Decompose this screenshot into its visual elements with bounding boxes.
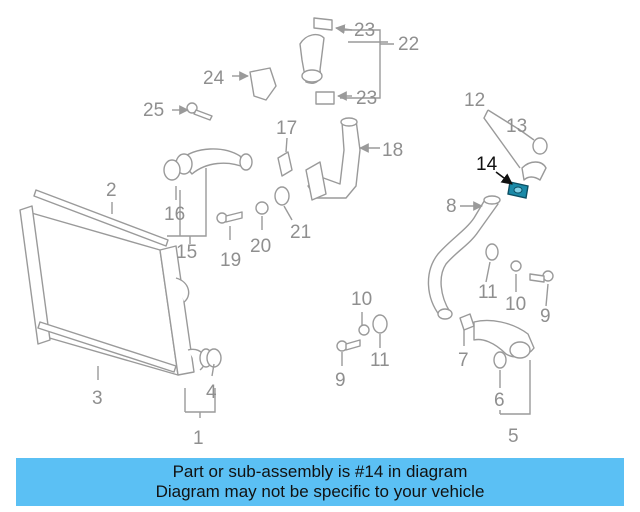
callout-24: 24 xyxy=(203,68,225,89)
callout-23-mid: 23 xyxy=(356,88,377,109)
callout-13: 13 xyxy=(506,116,527,137)
intercooler-top-strip xyxy=(33,189,169,247)
callout-14-highlighted: 14 xyxy=(476,154,498,175)
grommet-11-center xyxy=(372,314,388,334)
leader-lines xyxy=(97,24,549,418)
callout-7: 7 xyxy=(458,350,469,371)
grommet-11-right xyxy=(485,243,499,261)
bracket-7 xyxy=(459,313,475,331)
nut-20 xyxy=(255,201,269,215)
callout-2: 2 xyxy=(106,180,117,201)
callout-21: 21 xyxy=(290,222,311,243)
hose-22 xyxy=(299,33,325,84)
callout-11-right: 11 xyxy=(478,282,498,303)
bolt-19 xyxy=(216,211,243,224)
intercooler-bottom-strip xyxy=(37,321,177,373)
callout-18: 18 xyxy=(382,140,403,161)
sensor-24 xyxy=(249,67,277,101)
callout-12: 12 xyxy=(464,90,485,111)
callout-4: 4 xyxy=(206,382,217,403)
callout-9-center: 9 xyxy=(335,370,346,391)
callout-20: 20 xyxy=(250,236,271,257)
callout-22: 22 xyxy=(398,34,419,55)
callout-25: 25 xyxy=(143,100,164,121)
callout-23-top: 23 xyxy=(354,20,375,41)
callout-3: 3 xyxy=(92,388,103,409)
grommet-21 xyxy=(274,186,290,206)
clamp-16 xyxy=(163,159,181,181)
banner-line-1: Part or sub-assembly is #14 in diagram xyxy=(172,462,468,481)
clamp-6 xyxy=(493,351,507,369)
callout-9-right: 9 xyxy=(540,306,551,327)
callout-16: 16 xyxy=(164,204,185,225)
hose-5 xyxy=(473,319,535,359)
banner-line-2: Diagram may not be specific to your vehi… xyxy=(155,482,485,501)
callout-17: 17 xyxy=(276,118,297,139)
callout-15: 15 xyxy=(176,242,197,263)
clamp-14-highlighted xyxy=(507,181,529,199)
hose-16 xyxy=(175,148,253,175)
nut-10-center xyxy=(358,324,370,336)
callout-5: 5 xyxy=(508,426,519,447)
leader-14 xyxy=(495,171,513,185)
bracket-17 xyxy=(277,151,293,177)
hose-12 xyxy=(521,161,547,181)
callout-19: 19 xyxy=(220,250,241,271)
disclaimer-banner: Part or sub-assembly is #14 in diagram D… xyxy=(16,458,624,506)
callout-11-center: 11 xyxy=(370,350,390,371)
callout-numbers: 1 2 3 4 5 6 7 8 9 9 10 10 11 11 12 13 14… xyxy=(92,20,551,449)
clamp-23-top xyxy=(313,17,333,31)
pipe-18 xyxy=(305,117,361,201)
nut-10-right xyxy=(510,260,522,272)
bolt-9-center xyxy=(336,339,361,352)
callout-8: 8 xyxy=(446,196,457,217)
clamp-23-mid xyxy=(315,91,335,105)
callout-10-right: 10 xyxy=(505,294,526,315)
parts-diagram: 1 2 3 4 5 6 7 8 9 9 10 10 11 11 12 13 14… xyxy=(19,17,554,449)
pipe-8 xyxy=(427,195,501,320)
callout-10-center: 10 xyxy=(351,289,372,310)
bolt-25 xyxy=(186,102,213,121)
callout-6: 6 xyxy=(494,390,505,411)
callout-1: 1 xyxy=(193,428,204,449)
bolt-9-right xyxy=(529,270,554,283)
clamp-13 xyxy=(532,137,548,155)
